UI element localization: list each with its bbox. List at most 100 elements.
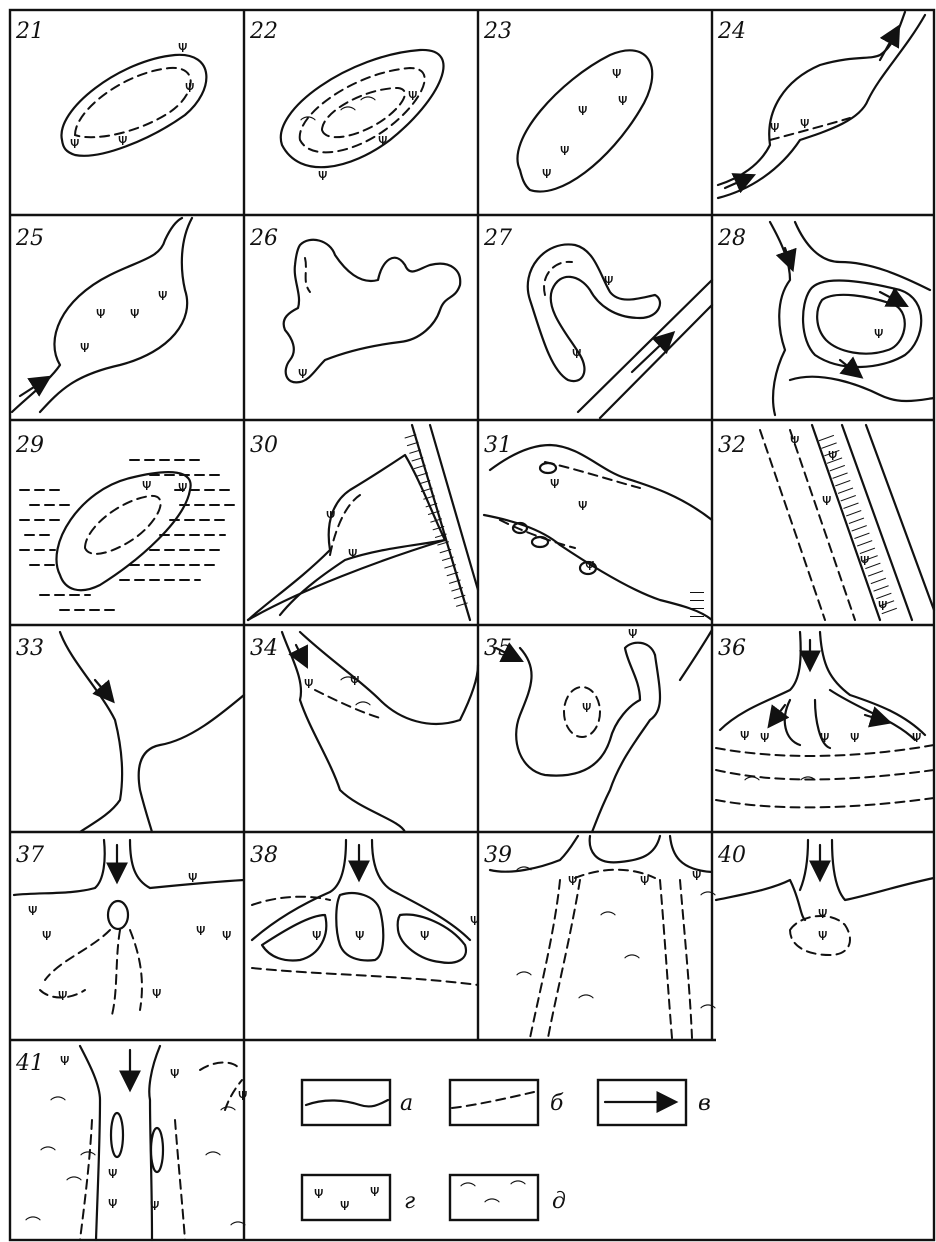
panel-27-drawing <box>528 244 712 418</box>
grass-icon: ᴪ <box>420 925 429 944</box>
legend: а б в ᴪ ᴪ ᴪ г ⌒ ⌒ ⌒ д <box>302 1080 711 1220</box>
grass-icon: ᴪ <box>340 1195 349 1214</box>
legend-item-d: ⌒ ⌒ ⌒ д <box>450 1175 566 1220</box>
grass-icon: ᴪ <box>28 900 37 919</box>
legend-label-v: в <box>698 1091 711 1116</box>
swamp-icon: ⌒ <box>205 1150 221 1169</box>
grass-icon: ᴪ <box>370 1181 379 1200</box>
swamp-icon: ⌒ <box>578 993 594 1012</box>
swamp-icon: ⌒ <box>516 865 532 884</box>
grass-icon: ᴪ <box>42 925 51 944</box>
swamp-icon: ⌒ <box>340 675 356 694</box>
grass-icon: ᴪ <box>355 925 364 944</box>
panel-grid <box>10 10 934 1240</box>
panel-23-drawing <box>517 50 652 191</box>
grass-icon: ᴪ <box>550 473 559 492</box>
panel-label-31: 31 <box>484 433 512 458</box>
bank-hatching-31 <box>690 585 704 620</box>
grass-icon: ᴪ <box>770 117 779 136</box>
panel-28-drawing <box>770 222 934 415</box>
grass-icon: ᴪ <box>178 37 187 56</box>
grass-icon: ᴪ <box>58 985 67 1004</box>
panel-label-21: 21 <box>15 19 44 44</box>
grass-icon: ᴪ <box>850 727 859 746</box>
grass-icon: ᴪ <box>96 303 105 322</box>
swamp-icon: ⌒ <box>510 1179 526 1198</box>
grass-icon: ᴪ <box>326 505 335 524</box>
grass-icon: ᴪ <box>640 870 649 889</box>
grass-icon: ᴪ <box>604 270 613 289</box>
grass-icon: ᴪ <box>860 550 869 569</box>
panel-label-37: 37 <box>16 843 44 868</box>
panel-26-drawing <box>284 240 461 383</box>
grass-icon: ᴪ <box>568 870 577 889</box>
panel-35-drawing <box>496 630 712 832</box>
legend-label-a: а <box>400 1091 413 1116</box>
grass-icon: ᴪ <box>130 303 139 322</box>
swamp-icon: ⌒ <box>355 700 371 719</box>
legend-label-g: г <box>404 1189 415 1214</box>
swamp-icon: ⌒ <box>230 1220 246 1239</box>
panel-label-33: 33 <box>16 636 44 661</box>
swamp-icon: ⌒ <box>66 1175 82 1194</box>
panel-33-drawing <box>60 632 244 832</box>
panel-21-drawing <box>61 55 206 156</box>
grass-icon: ᴪ <box>612 63 621 82</box>
panel-label-39: 39 <box>484 843 512 868</box>
grass-icon: ᴪ <box>585 555 594 574</box>
grass-icon: ᴪ <box>150 1195 159 1214</box>
panel-label-32: 32 <box>718 433 746 458</box>
swamp-icon: ⌒ <box>484 1197 500 1216</box>
panel-label-41: 41 <box>15 1051 44 1076</box>
grass-icon: ᴪ <box>118 130 127 149</box>
swamp-icon: ⌒ <box>300 115 316 134</box>
swamp-icon: ⌒ <box>80 1150 96 1169</box>
legend-label-b: б <box>550 1091 564 1116</box>
grass-icon: ᴪ <box>178 477 187 496</box>
grass-icon: ᴪ <box>740 725 749 744</box>
grass-icon: ᴪ <box>348 543 357 562</box>
swamp-icon: ⌒ <box>50 1095 66 1114</box>
panel-24-drawing <box>718 12 925 198</box>
grass-icon: ᴪ <box>238 1085 247 1104</box>
grass-icon: ᴪ <box>108 1163 117 1182</box>
grass-icon: ᴪ <box>170 1063 179 1082</box>
panel-labels: 21 22 23 24 25 26 27 28 29 30 31 32 33 3… <box>15 19 746 1076</box>
panel-label-27: 27 <box>483 226 512 251</box>
panel-label-23: 23 <box>483 19 512 44</box>
grass-icon: ᴪ <box>818 903 827 922</box>
grass-icon: ᴪ <box>828 445 837 464</box>
grass-icon: ᴪ <box>760 727 769 746</box>
panel-41-drawing <box>80 1046 242 1240</box>
grass-icon: ᴪ <box>312 925 321 944</box>
swamp-icon: ⌒ <box>700 890 716 909</box>
panel-label-26: 26 <box>249 226 278 251</box>
grass-icon: ᴪ <box>318 165 327 184</box>
panel-34-drawing <box>282 632 478 832</box>
grass-icon: ᴪ <box>800 113 809 132</box>
panel-label-28: 28 <box>717 226 746 251</box>
grass-icon: ᴪ <box>560 140 569 159</box>
panel-label-40: 40 <box>717 843 746 868</box>
swamp-icon: ⌒ <box>700 1003 716 1022</box>
grass-icon: ᴪ <box>820 727 829 746</box>
grass-icon: ᴪ <box>378 130 387 149</box>
grass-icon: ᴪ <box>578 495 587 514</box>
grass-icon: ᴪ <box>542 163 551 182</box>
legend-label-d: д <box>552 1189 566 1214</box>
grass-icon: ᴪ <box>222 925 231 944</box>
grass-icon: ᴪ <box>790 430 799 449</box>
swamp-icon: ⌒ <box>40 1145 56 1164</box>
panel-label-29: 29 <box>15 433 44 458</box>
panel-32-drawing <box>760 425 934 620</box>
grass-icon: ᴪ <box>80 337 89 356</box>
legend-item-b: б <box>450 1080 564 1125</box>
panel-label-34: 34 <box>250 636 278 661</box>
grass-icon: ᴪ <box>298 363 307 382</box>
legend-item-v: в <box>598 1080 711 1125</box>
grass-icon: ᴪ <box>188 867 197 886</box>
grass-icon: ᴪ <box>874 323 883 342</box>
